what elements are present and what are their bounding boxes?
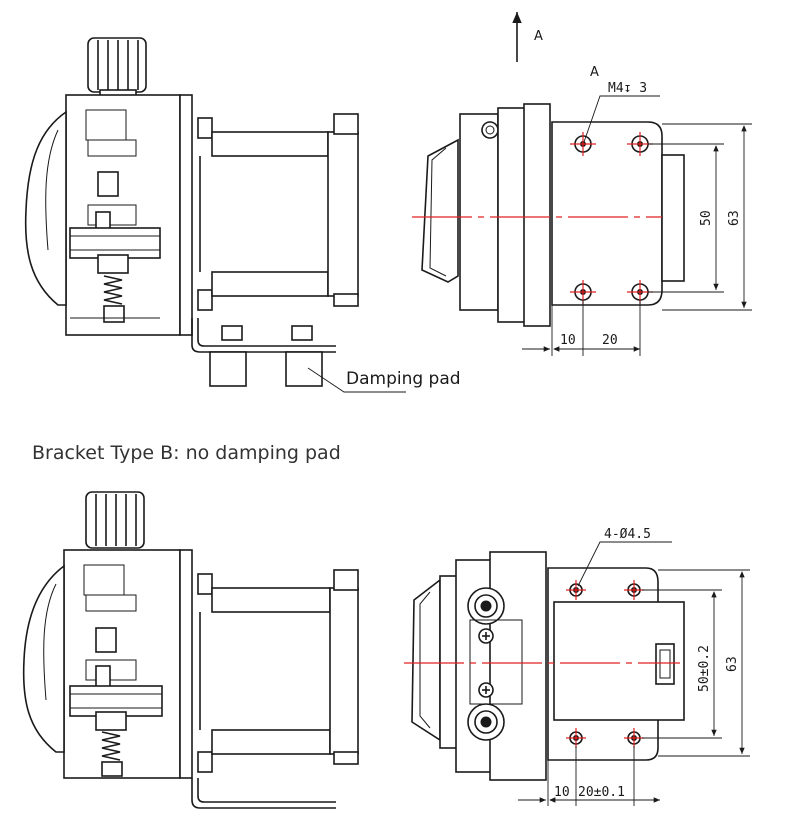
front-view-type-a <box>412 12 752 356</box>
dim-20-text-b: 20±0.1 <box>578 785 625 800</box>
view-arrow-label: A <box>534 29 543 44</box>
screw-lower-icon <box>478 682 494 698</box>
screw-icon <box>481 121 499 139</box>
bracket <box>191 318 336 353</box>
dim-10-text-b: 10 <box>554 785 570 800</box>
side-view-type-a <box>24 37 406 393</box>
dim-50-text: 50 <box>699 210 714 226</box>
mounting-holes-b <box>566 580 644 748</box>
dim-63-text-b: 63 <box>725 656 740 672</box>
motor <box>197 113 359 311</box>
fitting-lower <box>467 703 505 741</box>
damping-pad-leader <box>307 367 406 393</box>
hole-callout-leader <box>583 95 660 143</box>
hole-callout-text-b: 4-Ø4.5 <box>604 527 651 542</box>
dim-20-text: 20 <box>602 333 618 348</box>
mounting-plate <box>551 121 663 306</box>
fitting-upper <box>467 587 505 625</box>
hole-callout-text: M4↧ 3 <box>608 81 647 96</box>
spring <box>103 275 123 305</box>
side-view-type-b <box>22 491 359 809</box>
pump-head-body <box>65 94 181 336</box>
dim-50-text-b: 50±0.2 <box>697 645 712 692</box>
damping-pads <box>209 325 323 387</box>
section-caption: Bracket Type B: no damping pad <box>32 442 341 464</box>
front-view-type-b <box>404 541 750 806</box>
hole-ref-label: A <box>590 65 599 80</box>
knob <box>87 37 147 97</box>
dim-63-text: 63 <box>727 210 742 226</box>
damping-pad-label: Damping pad <box>346 369 461 389</box>
knob-b <box>85 491 145 549</box>
screw-upper-icon <box>478 628 494 644</box>
dim-10-text: 10 <box>560 333 576 348</box>
mounting-holes <box>570 132 653 304</box>
